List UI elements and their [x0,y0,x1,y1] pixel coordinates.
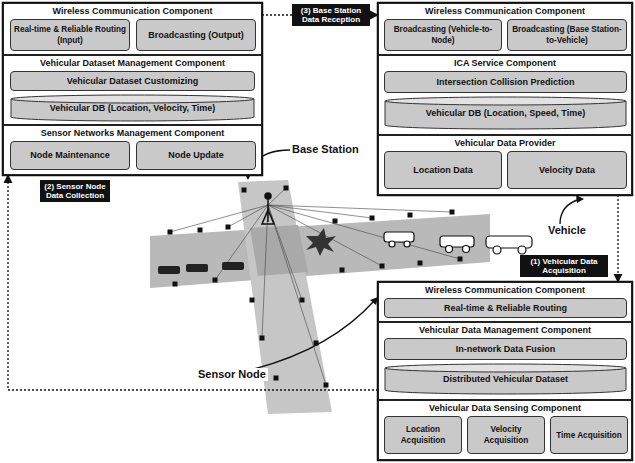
sensor-node [300,298,305,303]
part-label: Sensor Node [196,368,268,381]
callout-label: (3) Base Station Data Reception [292,4,370,26]
sensor-node [173,282,178,287]
function-box: Vehicular Dataset Customizing [10,71,255,91]
function-box: Intersection Collision Prediction [384,71,627,93]
part-label: Base Station [290,143,361,156]
sensor-node [324,383,329,388]
function-label: Vehicular DB (Location, Speed, Time) [423,108,588,119]
panel-outline [378,3,633,196]
function-label: Node Update [165,150,227,161]
function-label: Real-time & Reliable Routing [441,303,570,314]
function-label: Node Maintenance [27,150,113,161]
sensor-node [198,228,203,233]
sensor-node [242,188,247,193]
sensor-node [274,376,279,381]
function-box: Real-time & Reliable Routing [384,298,627,318]
sensor-node [250,298,255,303]
sensor-node [333,219,338,224]
component-band: Vehicular Data Sensing ComponentLocation… [378,400,632,460]
function-box: Node Update [136,141,256,170]
function-box: Node Maintenance [10,141,130,170]
component-title: Sensor Networks Management Component [4,128,261,139]
database-cylinder: Vehicular DB (Location, Speed, Time) [384,96,627,130]
road [150,214,490,288]
component-band: Vehicular Data ProviderLocation Data Velo… [378,135,632,195]
component-title: Vehicular Data Provider [379,138,631,149]
function-box: Broadcasting (Vehicle-to-Node) [384,19,502,51]
vehicle [384,232,532,254]
sensor-node [370,216,375,221]
function-label: Broadcasting (Vehicle-to-Node) [385,24,501,46]
sensor-node [450,210,455,215]
component-title: Vehicular Dataset Management Component [4,58,261,69]
sensor-node [380,264,385,269]
radio-ray [268,205,460,259]
callout-label: (2) Sensor Node Data Collection [40,180,110,202]
callout-label: (1) Vehicular Data Acquisition [520,255,608,277]
function-label: Vehicular DB (Location, Velocity, Time) [47,103,219,114]
function-box: Broadcasting (Output) [136,19,256,51]
radio-ray [268,205,452,212]
function-box: Velocity Acquisition [467,416,545,454]
data-flow-connector [8,175,378,390]
collision-burst [306,228,336,256]
function-label: Location Data [410,165,476,176]
component-title: Vehicular Data Sensing Component [379,403,631,414]
radio-ray [170,205,268,232]
component-band: Wireless Communication ComponentReal-tim… [3,3,262,55]
sensor-node [226,225,231,230]
part-label: Vehicle [546,224,588,237]
radio-ray [268,205,382,266]
sensor-node [168,230,173,235]
function-label: Intersection Collision Prediction [433,77,577,88]
component-band: Vehicular Dataset Management ComponentVe… [3,55,262,125]
data-flow-connector [617,195,618,282]
vehicle [158,262,244,274]
sensor-node [408,213,413,218]
database-cylinder: Vehicular DB (Location, Velocity, Time) [10,94,255,122]
component-band: Vehicular Data Management ComponentIn-ne… [378,322,632,400]
panel-outline [378,282,633,461]
function-label: Velocity Acquisition [468,424,544,446]
function-label: Time Acquisition [553,430,625,441]
sensor-node [340,268,345,273]
function-label: Broadcasting (Base Station-to-Vehicle) [508,24,626,46]
function-box: Broadcasting (Base Station-to-Vehicle) [507,19,627,51]
base-station [262,193,274,224]
component-band: Wireless Communication ComponentReal-tim… [378,282,632,322]
function-label: Vehicular Dataset Customizing [64,76,202,87]
panel-outline [3,3,263,176]
radio-ray [262,205,268,338]
function-box: In-network Data Fusion [384,338,627,360]
component-band: Sensor Networks Management ComponentNode… [3,125,262,175]
function-box: Time Acquisition [550,416,628,454]
radio-ray [268,205,326,385]
function-label: Broadcasting (Output) [145,30,247,41]
sensor-node [418,261,423,266]
sensor-node [260,336,265,341]
function-box: Velocity Data [507,151,627,189]
junction [250,225,308,276]
component-title: Wireless Communication Component [379,285,631,296]
function-label: In-network Data Fusion [453,344,559,355]
sensor-node [458,257,463,262]
function-label: Velocity Data [536,165,598,176]
function-box: Location Data [384,151,502,189]
function-box: Real-time & Reliable Routing (Input) [10,19,130,51]
sensor-node [213,278,218,283]
function-label: Location Acquisition [385,424,461,446]
function-label: Distributed Vehicular Dataset [440,374,571,385]
radio-ray [215,205,268,280]
component-title: Wireless Communication Component [379,6,631,17]
component-band: Wireless Communication ComponentBroadcas… [378,3,632,55]
sensor-node [284,186,289,191]
database-cylinder: Distributed Vehicular Dataset [384,363,627,395]
component-band: ICA Service ComponentIntersection Collis… [378,55,632,135]
component-title: Wireless Communication Component [4,6,261,17]
component-title: ICA Service Component [379,58,631,69]
function-label: Real-time & Reliable Routing (Input) [11,24,129,46]
function-box: Location Acquisition [384,416,462,454]
component-title: Vehicular Data Management Component [379,325,631,336]
radio-ray [268,205,302,300]
